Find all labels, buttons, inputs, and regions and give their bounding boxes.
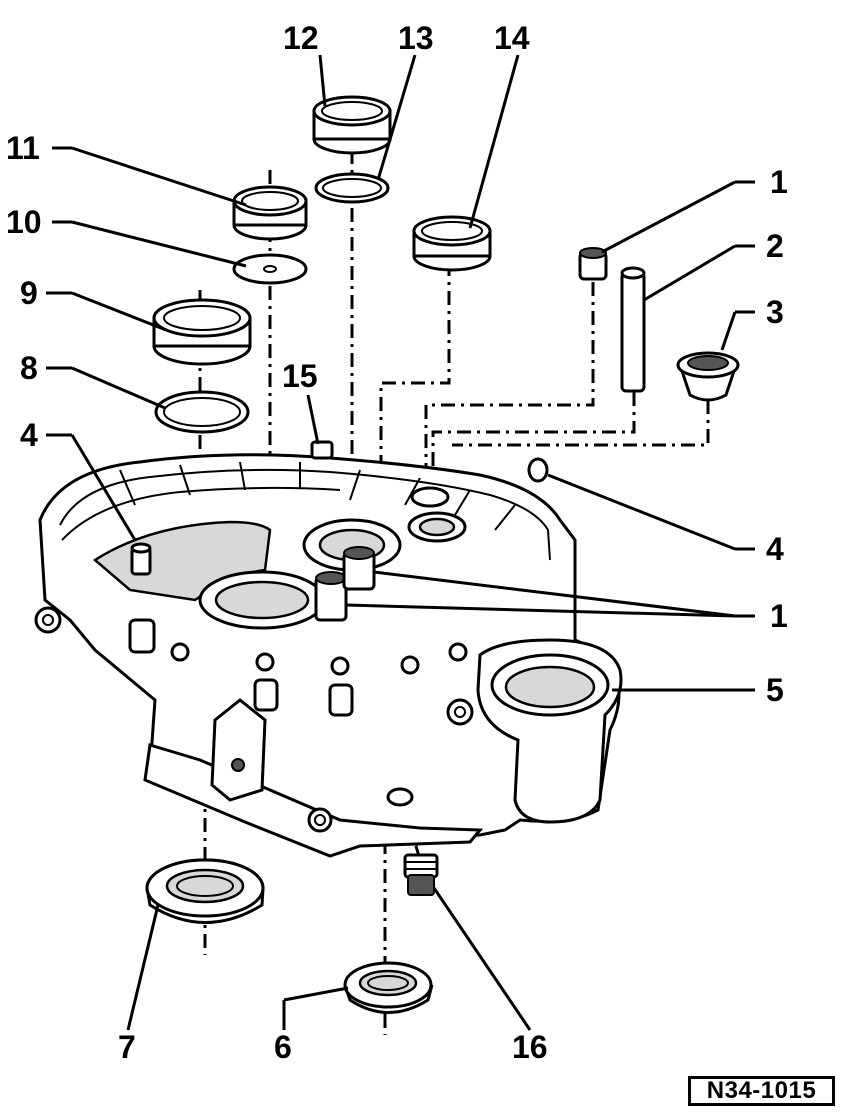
callout-2: 2	[766, 228, 784, 264]
callout-10: 10	[6, 204, 42, 240]
callout-labels: 12 13 14 11 10 9 8 4 15 1 2 3 4 1 5 7 6 …	[6, 20, 788, 1065]
seal-7	[145, 858, 265, 924]
leader-lines	[46, 54, 755, 1031]
sensor-16	[403, 853, 439, 896]
callout-4-right: 4	[766, 531, 784, 567]
plug-15	[310, 440, 334, 460]
callout-11: 11	[6, 130, 40, 166]
callout-13: 13	[398, 20, 434, 56]
ring-11	[232, 185, 308, 241]
callout-5: 5	[766, 672, 784, 708]
reference-number: N34-1015	[706, 1077, 817, 1104]
ring-9	[152, 298, 252, 366]
callout-16: 16	[512, 1029, 548, 1065]
seal-6	[343, 961, 434, 1014]
reference-number-box: N34-1015	[688, 1076, 835, 1106]
callout-4-left: 4	[20, 417, 38, 453]
o-ring-8	[154, 390, 250, 434]
seal-3	[676, 351, 740, 402]
o-ring-13	[314, 172, 390, 204]
pin-1-upper	[578, 247, 608, 281]
callout-3: 3	[766, 294, 784, 330]
callout-7: 7	[118, 1029, 136, 1065]
callout-12: 12	[283, 20, 319, 56]
callout-1-upper: 1	[770, 164, 788, 200]
callout-6: 6	[274, 1029, 292, 1065]
callout-1-lower: 1	[770, 598, 788, 634]
callout-9: 9	[20, 275, 38, 311]
callout-14: 14	[494, 20, 530, 56]
washer-10	[232, 253, 308, 285]
ring-14	[412, 215, 492, 272]
pin-2	[620, 266, 646, 393]
transmission-housing	[34, 453, 623, 858]
callout-15: 15	[282, 358, 318, 394]
callout-8: 8	[20, 350, 38, 386]
ring-12	[312, 95, 392, 155]
